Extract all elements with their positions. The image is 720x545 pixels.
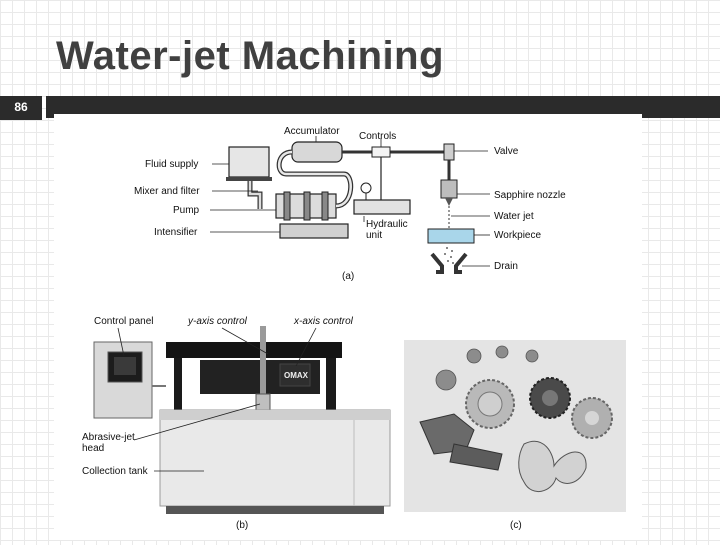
intensifier-body [279, 223, 349, 239]
label-hydraulic-2: unit [366, 230, 382, 241]
cut-parts-photo: (c) [404, 340, 626, 531]
label-fluid-supply: Fluid supply [145, 159, 198, 170]
label-pump: Pump [173, 205, 200, 216]
controls-box [371, 146, 391, 158]
label-y-axis-control: y-axis control [187, 316, 248, 327]
label-sapphire-nozzle: Sapphire nozzle [494, 190, 566, 201]
fluid-supply-tank [228, 146, 270, 178]
label-accumulator: Accumulator [284, 126, 340, 137]
label-x-axis-control: x-axis control [293, 316, 354, 327]
title-rule-bar [46, 96, 720, 118]
drain [430, 252, 468, 274]
valve [443, 143, 455, 161]
slide-title: Water-jet Machining [56, 34, 445, 78]
label-controls: Controls [359, 131, 396, 142]
workpiece [427, 228, 475, 244]
label-water-jet: Water jet [494, 211, 534, 222]
collection-tank [159, 409, 391, 507]
caption-c: (c) [510, 520, 522, 531]
label-abrasive-head-2: head [82, 443, 104, 454]
label-abrasive-head-1: Abrasive-jet [82, 432, 135, 443]
slide-number-box [0, 96, 42, 120]
caption-b: (b) [236, 520, 248, 531]
accumulator-body [291, 141, 343, 163]
label-collection-tank: Collection tank [82, 466, 149, 477]
label-control-panel: Control panel [94, 316, 153, 327]
caption-a: (a) [342, 271, 354, 282]
label-drain: Drain [494, 261, 518, 272]
brand-logo-text: OMAX [284, 371, 309, 380]
slide-number: 86 [14, 100, 28, 114]
label-hydraulic-1: Hydraulic [366, 219, 408, 230]
machine-illustration: Control panel y-axis control x-axis cont… [82, 316, 391, 531]
label-valve: Valve [494, 146, 519, 157]
schematic-diagram: Accumulator Controls Fluid supply Mixer … [134, 126, 566, 282]
figure-panel: Accumulator Controls Fluid supply Mixer … [54, 114, 642, 540]
sapphire-nozzle [440, 179, 458, 199]
label-workpiece: Workpiece [494, 230, 541, 241]
label-mixer-filter: Mixer and filter [134, 186, 200, 197]
hydraulic-unit [353, 199, 411, 215]
label-intensifier: Intensifier [154, 227, 198, 238]
